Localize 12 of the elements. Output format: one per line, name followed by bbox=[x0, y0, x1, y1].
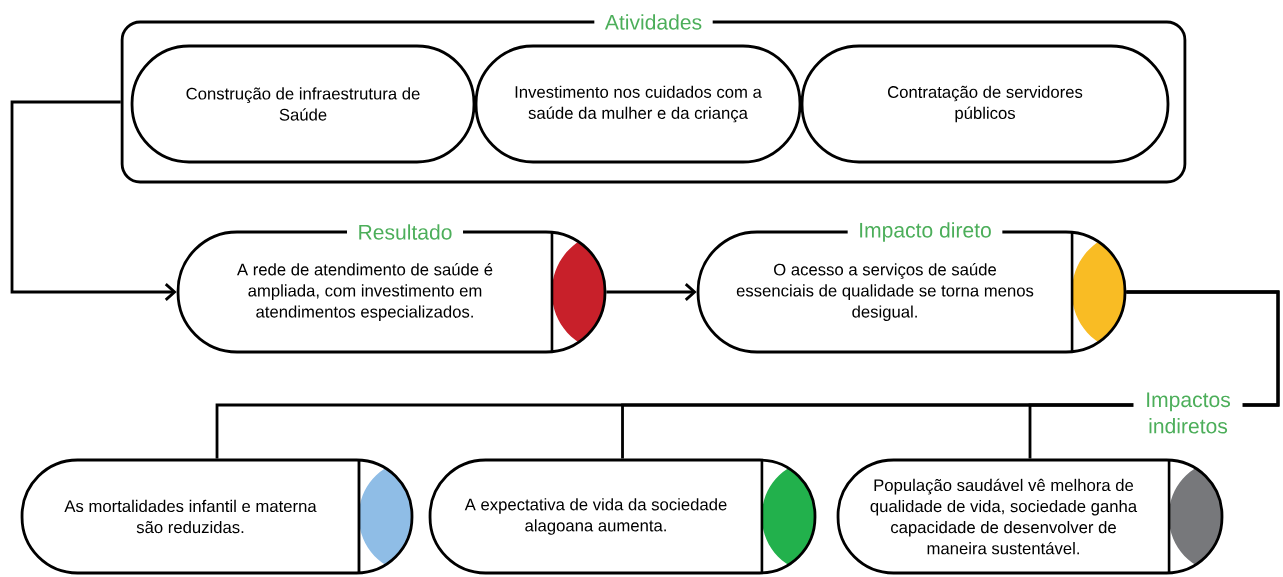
pill-box: Investimento nos cuidados com a saúde da mulher e da criança bbox=[474, 44, 802, 164]
pill-heading: Impacto direto bbox=[847, 220, 1003, 244]
pill-box: Construção de infraestrutura de Saúde bbox=[130, 44, 476, 164]
pill-box: Contratação de servidores públicos bbox=[800, 44, 1170, 164]
pill-heading: Atividades bbox=[594, 12, 713, 32]
pill-box: A expectativa de vida da sociedade alagoana aumenta. bbox=[428, 458, 817, 575]
connector bbox=[606, 283, 697, 301]
branch-label: Impactos indiretos bbox=[1133, 386, 1243, 440]
pill-box: População saudável vê melhora de qualidade de vida, sociedade ganha capacidade de desenvolver de maneira sustentável. bbox=[836, 458, 1224, 575]
connector bbox=[10, 100, 177, 301]
pill-box: As mortalidades infantil e materna são reduzidas. bbox=[20, 458, 414, 575]
pill-heading: Resultado bbox=[347, 222, 464, 242]
